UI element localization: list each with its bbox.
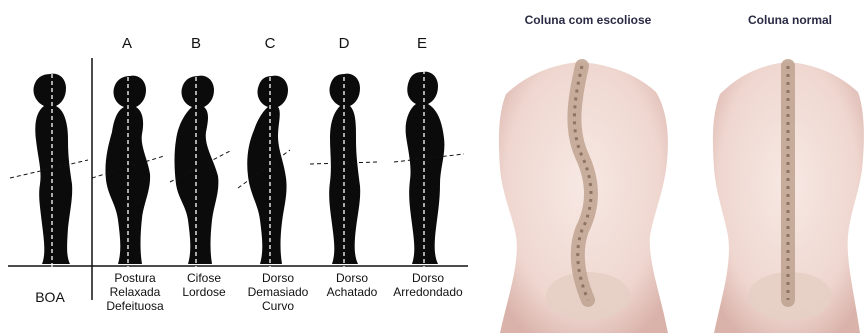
caption-a-line2: Relaxada <box>110 285 161 299</box>
figure-d <box>310 56 378 268</box>
figure-letter-c: C <box>265 35 276 52</box>
silhouette-e <box>406 72 445 264</box>
title-normal: Coluna normal <box>748 13 832 27</box>
figure-letter-a: A <box>122 35 132 52</box>
silhouette-boa <box>33 74 72 264</box>
caption-b-line2: Lordose <box>182 285 226 299</box>
caption-d-line1: Dorso <box>336 271 368 285</box>
caption-d-line2: Achatado <box>327 285 378 299</box>
figure-b <box>170 56 232 268</box>
figure-e <box>394 56 464 268</box>
title-scoliosis: Coluna com escoliose <box>525 13 652 27</box>
caption-c-line2: Demasiado <box>248 285 309 299</box>
figure-letter-d: D <box>339 35 350 52</box>
caption-a-line1: Postura <box>114 271 156 285</box>
posture-panel: BOA <box>8 35 468 313</box>
silhouette-d <box>329 74 360 264</box>
spine-panel: Coluna com escoliose Coluna normal <box>499 13 864 333</box>
caption-c-line1: Dorso <box>262 271 294 285</box>
back-scoliosis: Coluna com escoliose <box>499 13 668 333</box>
silhouette-c <box>247 76 288 264</box>
caption-e-line1: Dorso <box>412 271 444 285</box>
figure-letter-b: B <box>191 35 201 52</box>
figure-c <box>238 56 290 268</box>
caption-b-line1: Cifose <box>187 271 221 285</box>
figure-a <box>92 56 164 268</box>
caption-c-line3: Curvo <box>262 299 294 313</box>
figure-letter-e: E <box>417 35 427 52</box>
back-normal: Coluna normal <box>713 13 864 333</box>
caption-a-line3: Defeituosa <box>106 299 164 313</box>
figure-boa: BOA <box>10 60 88 305</box>
caption-e-line2: Arredondado <box>393 285 463 299</box>
label-boa: BOA <box>35 289 65 305</box>
